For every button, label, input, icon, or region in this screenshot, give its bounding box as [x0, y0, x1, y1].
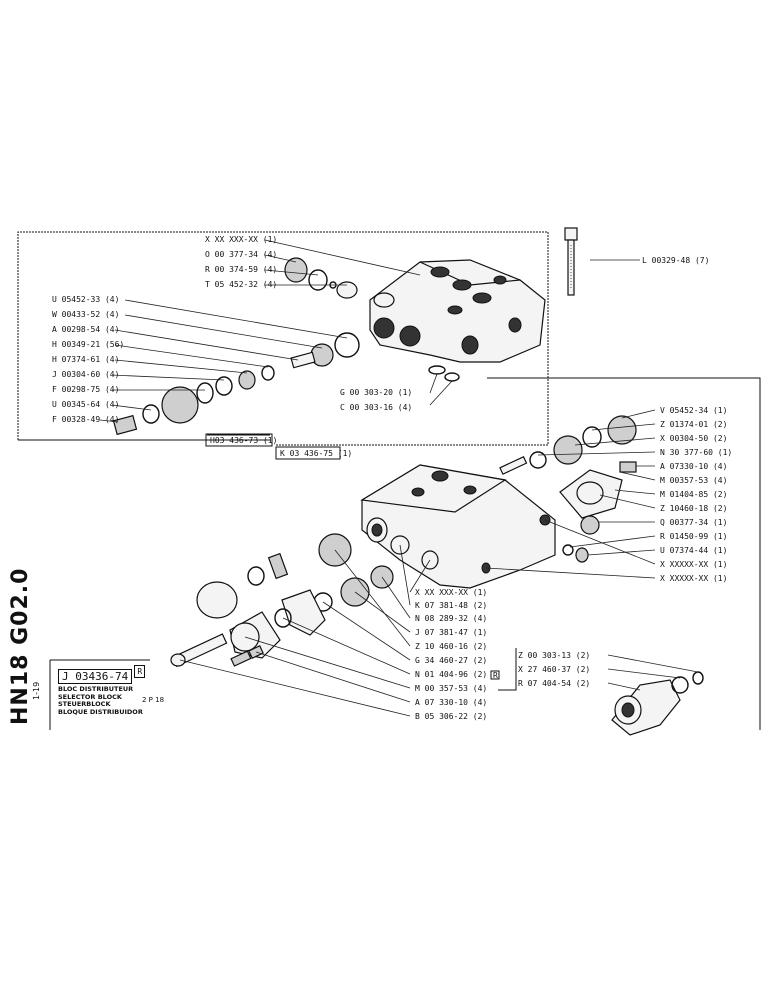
part-label: T 05 452-32 (4) [205, 280, 277, 289]
part-label: X XXXXX-XX (1) [660, 560, 727, 569]
bracket-labels: Z 00 303-13 (2) X 27 460-37 (2) R 07 404… [518, 651, 590, 688]
part-label: M 01404-85 (2) [660, 490, 727, 499]
assembly-label: K 03 436-75 (1) [280, 449, 352, 458]
part-label: H 07374-61 (4) [52, 355, 119, 364]
part-label: R 01450-99 (1) [660, 532, 727, 541]
assembly-reference: J 03436-74 [58, 669, 133, 684]
assembly-quantity: 2 P 18 [142, 696, 165, 704]
part-label: K 07 381-48 (2) [415, 601, 487, 610]
name-es: BLOQUE DISTRIBUIDOR [58, 707, 143, 716]
part-label: Q 00377-34 (1) [660, 518, 727, 527]
lower-valve-block [360, 464, 556, 589]
part-label: J 07 381-47 (1) [415, 628, 487, 637]
part-label: H 00349-21 (56) [52, 340, 124, 349]
upper-left-parts [112, 332, 360, 436]
lower-right-parts [499, 415, 637, 563]
part-label: J 00304-60 (4) [52, 370, 119, 379]
lower-assembly-frame [49, 377, 761, 730]
part-label: U 00345-64 (4) [52, 400, 119, 409]
part-label: V 05452-34 (1) [660, 406, 727, 415]
part-label: Z 10460-18 (2) [660, 504, 727, 513]
part-label: A 07 330-10 (4) [415, 698, 487, 707]
upper-right-labels: G 00 303-20 (1) C 00 303-16 (4) L 00329-… [210, 256, 709, 458]
upper-top-parts [284, 257, 358, 299]
bracket-detail [498, 648, 704, 736]
leader-lines [99, 239, 699, 717]
part-label: O 00 377-34 (4) [205, 250, 277, 259]
bolt [564, 227, 640, 296]
bolt-label: L 00329-48 (7) [642, 256, 709, 265]
name-en: SELECTOR BLOCK [58, 692, 122, 701]
name-de: STEUERBLOCK [58, 700, 111, 708]
lower-bottom-labels: X XX XXX-XX (1) K 07 381-48 (2) N 08 289… [415, 588, 500, 721]
upper-assembly-frame [17, 231, 549, 446]
part-label: F 00328-49 (4) [52, 415, 119, 424]
part-label: U 05452-33 (4) [52, 295, 119, 304]
upper-right-rings [428, 365, 460, 382]
subassembly-label: H03 436-73 (1) [210, 436, 277, 445]
part-label: N 01 404-96 (2) [415, 670, 487, 679]
upper-top-labels: X XX XXX-XX (1) O 00 377-34 (4) R 00 374… [205, 235, 277, 289]
part-label: N 30 377-60 (1) [660, 448, 732, 457]
part-label: X XX XXX-XX (1) [205, 235, 277, 244]
part-label: Z 10 460-16 (2) [415, 642, 487, 651]
part-label: X 00304-50 (2) [660, 434, 727, 443]
part-label: M 00 357-53 (4) [415, 684, 487, 693]
name-fr: BLOC DISTRIBUTEUR [58, 685, 134, 693]
part-label: G 00 303-20 (1) [340, 388, 412, 397]
part-label: C 00 303-16 (4) [340, 403, 412, 412]
lower-left-parts [170, 533, 394, 668]
revision-flag: R [134, 665, 146, 678]
part-label: X XX XXX-XX (1) [415, 588, 487, 597]
assembly-names: BLOC DISTRIBUTEUR SELECTOR BLOCK STEUERB… [58, 685, 143, 716]
part-label: N 08 289-32 (4) [415, 614, 487, 623]
upper-left-labels: U 05452-33 (4) W 00433-52 (4) A 00298-54… [52, 295, 124, 424]
upper-valve-body [369, 259, 546, 363]
sheet-code: HN18 G02.0 [8, 567, 33, 725]
part-label: U 07374-44 (1) [660, 546, 727, 555]
part-label: X XXXXX-XX (1) [660, 574, 727, 583]
part-label: X 27 460-37 (2) [518, 665, 590, 674]
part-label: F 00298-75 (4) [52, 385, 119, 394]
part-label: Z 01374-01 (2) [660, 420, 727, 429]
part-label: Z 00 303-13 (2) [518, 651, 590, 660]
page-number: 1-19 [32, 681, 41, 700]
part-label: A 07330-10 (4) [660, 462, 727, 471]
part-label: R 07 404-54 (2) [518, 679, 590, 688]
part-label: B 05 306-22 (2) [415, 712, 487, 721]
part-label: W 00433-52 (4) [52, 310, 119, 319]
lower-right-labels: V 05452-34 (1) Z 01374-01 (2) X 00304-50… [660, 406, 732, 583]
part-label: A 00298-54 (4) [52, 325, 119, 334]
n01-flag: R [493, 671, 498, 680]
part-label: G 34 460-27 (2) [415, 656, 487, 665]
part-label: R 00 374-59 (4) [205, 265, 277, 274]
part-label: M 00357-53 (4) [660, 476, 727, 485]
